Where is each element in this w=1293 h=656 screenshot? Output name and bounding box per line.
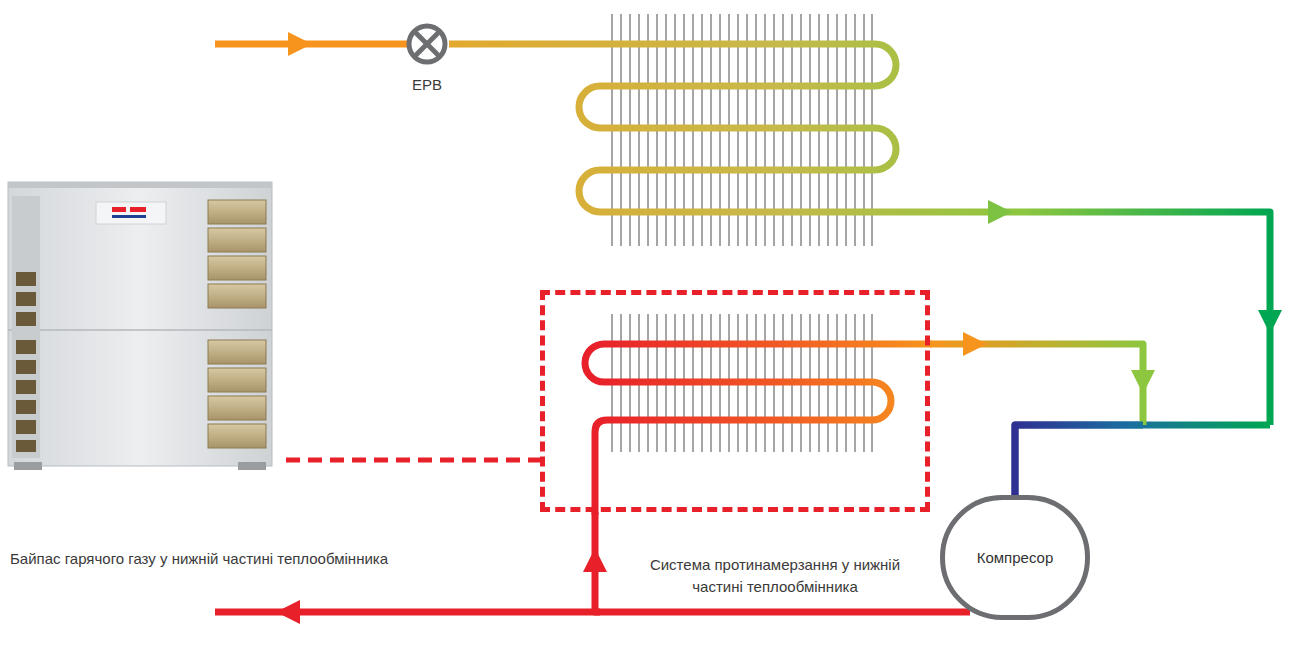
expansion-valve: ЕРВ <box>405 22 449 66</box>
pipe-segment <box>449 44 1270 425</box>
outdoor-unit <box>8 182 272 470</box>
flow-arrow <box>276 600 300 624</box>
pipe-connector <box>449 44 1282 495</box>
pipe-connector <box>930 332 1155 495</box>
caption-text: Система протинамерзання у нижній частині… <box>625 554 925 598</box>
flow-arrow <box>988 200 1012 224</box>
valve-symbol <box>405 22 449 66</box>
antifreeze-zone: Система протинамерзання у нижній частині… <box>540 290 930 512</box>
compressor: Компресор <box>940 495 1090 620</box>
flow-arrow <box>583 548 607 572</box>
pipe-segment <box>1015 425 1143 495</box>
pipe-segment <box>930 344 1143 425</box>
flow-arrow <box>1131 370 1155 394</box>
flow-arrow <box>1258 310 1282 334</box>
flow-arrow <box>288 32 312 56</box>
bypass-coil <box>585 344 932 515</box>
flow-arrow <box>963 332 987 356</box>
pipe-connector <box>583 512 970 612</box>
leader-line <box>286 458 540 463</box>
caption-label: Байпас гарячого газу у нижній частині те… <box>10 548 388 570</box>
pipe-segment <box>595 512 970 612</box>
component-label: Компресор <box>977 547 1054 569</box>
caption-text: ЕРВ <box>377 74 477 96</box>
discharge-line <box>215 609 600 616</box>
pipe-segment <box>1015 425 1270 495</box>
